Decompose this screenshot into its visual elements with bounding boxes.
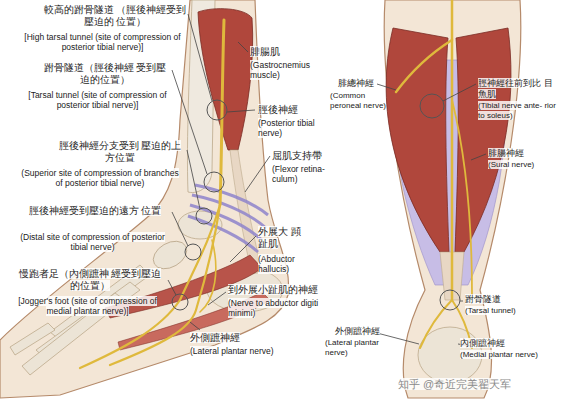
label-holder: (Lateral plantar nerve) [325,338,390,357]
label-holder: 腓總神經 [338,78,388,89]
label-holder: [High tarsal tunnel (site of compression… [20,32,185,52]
part-label: 外側蹠神經 [335,326,380,336]
part-label: (Nerve to abductor digiti minimi) [228,298,318,318]
flexor-retinaculum [188,185,268,252]
label-holder: (Superior site of compression of branche… [20,168,180,188]
label-holder: (Gastrocnemius muscle) [250,60,325,80]
part-label: [Jogger's foot (site of compression of m… [18,296,157,316]
label-holder: 跗骨隧道（脛後神經 受到壓迫的位置） [40,62,170,86]
label-holder: [Jogger's foot (site of compression of m… [10,296,165,316]
label-holder: 外側蹠神經 [190,332,250,344]
part-label: 脛神經往前到比 目魚肌 [478,78,553,99]
watermark: 知乎 @奇近完美翟天军 [398,378,511,390]
label-holder: (Nerve to abductor digiti minimi) [228,298,323,318]
label-holder: 內側蹠神經 [460,338,520,349]
part-label: 內側蹠神經 [460,338,505,348]
part-label: 腓總神經 [338,78,374,88]
part-label: 外展大 蹞趾肌 [258,226,301,249]
compression-site-circle [420,94,460,310]
label-holder: (Sural nerve) [488,160,558,170]
compression-site-circle [172,100,227,310]
part-label: 脛後神經分支受到 壓迫的上方位置 [59,140,182,163]
part-label: 脛後神經受到壓迫的遠方 位置 [29,205,162,216]
label-holder: 脛神經往前到比 目魚肌 [478,78,553,100]
gastrocnemius-muscle [455,28,511,252]
label-holder: 腓腸肌 [250,46,310,58]
part-label: 跗骨隧道 [465,294,501,304]
part-label: (Lateral plantar nerve) [325,338,379,357]
label-holder: 腓腸神經 [488,148,548,159]
label-holder: 到外展小趾肌的神經 [228,284,328,296]
label-holder: (Common peroneal nerve) [330,91,390,110]
gastrocnemius-muscle [386,28,449,252]
label-holder: (Lateral plantar nerve) [190,346,300,356]
label-holder: 外側蹠神經 [335,326,395,337]
part-label: 脛後神經 [258,104,298,115]
label-holder: 知乎 @奇近完美翟天军 [398,378,568,391]
leg-foot-outline [0,0,289,398]
part-label: (Tibial nerve ante- rior to soleus) [478,101,556,120]
label-holder: (Flexor retina- culum) [272,164,330,184]
tibial-nerve [396,0,472,348]
label-holder: (Abductor hallucis) [258,254,318,274]
part-label: (Common peroneal nerve) [330,91,386,110]
label-holder: 跗骨隧道 [465,294,525,305]
label-holder: 脛後神經分支受到 壓迫的上方位置 [55,140,185,164]
part-label: (Sural nerve) [488,160,534,169]
part-label: [Tarsal tunnel (site of compression of p… [28,90,166,110]
posterior-leg-outline [384,0,521,398]
part-label: (Flexor retina- culum) [272,164,325,184]
part-label: 慢跑者足（內側蹠神 經受到壓迫的位置） [19,268,162,291]
part-label: (Posterior tibial nerve) [258,118,315,138]
part-label: 腓腸神經 [488,148,524,158]
label-holder: 慢跑者足（內側蹠神 經受到壓迫的位置） [15,268,165,292]
part-label: 外側蹠神經 [190,332,240,343]
label-holder: (Medial plantar nerve) [460,350,560,360]
label-holder: 脛後神經 [258,104,318,116]
part-label: [High tarsal tunnel (site of compression… [24,32,180,52]
part-label: (Superior site of compression of branche… [21,168,178,188]
label-holder: (Distal site of compression of posterior… [15,232,170,252]
part-label: (Tarsal tunnel) [465,306,516,315]
label-holder: 脛後神經受到壓迫的遠方 位置 [20,205,170,217]
label-holder: 屈肌支持帶 [272,150,332,162]
label-holder: (Tibial nerve ante- rior to soleus) [478,101,558,120]
part-label: (Lateral plantar nerve) [190,346,274,356]
label-holder: (Tarsal tunnel) [465,306,535,316]
part-label: 較高的跗骨隧道 （脛後神經受到壓迫的 位置） [44,4,187,27]
part-label: 屈肌支持帶 [272,150,322,161]
part-label: (Distal site of compression of posterior… [20,232,165,252]
label-holder: 較高的跗骨隧道 （脛後神經受到壓迫的 位置） [40,4,190,28]
part-label: (Gastrocnemius muscle) [250,60,310,80]
label-holder: [Tarsal tunnel (site of compression of p… [20,90,175,110]
part-label: 跗骨隧道（脛後神經 受到壓迫的位置） [44,62,167,85]
part-label: 腓腸肌 [250,46,280,57]
label-holder: (Posterior tibial nerve) [258,118,323,138]
part-label: (Medial plantar nerve) [460,350,538,359]
part-label: 到外展小趾肌的神經 [228,284,318,295]
label-holder: 外展大 蹞趾肌 [258,226,303,250]
part-label: (Abductor hallucis) [258,254,295,274]
